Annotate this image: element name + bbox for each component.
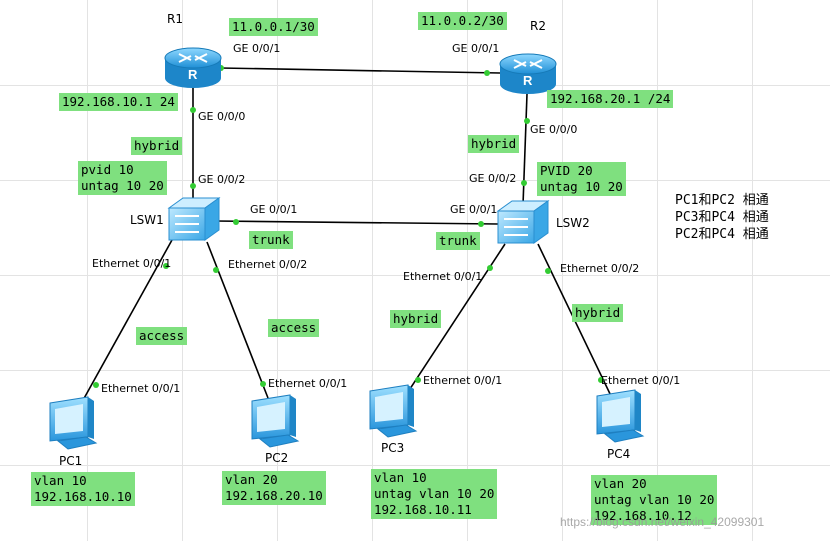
pc-icon (49, 396, 98, 450)
config-line: 192.168.20.10 (225, 488, 323, 503)
link-r1-r2[interactable] (219, 67, 501, 74)
device-name-lsw1: LSW1 (130, 213, 164, 227)
label-trunk-lsw1: trunk (249, 231, 293, 249)
port-label-lsw1-eth002: Ethernet 0/0/2 (228, 258, 308, 271)
label-access-pc1: access (136, 327, 188, 345)
switch-lsw2[interactable] (496, 200, 550, 244)
note-line: PC2和PC4 相通 (675, 227, 769, 242)
config-line: untag vlan 10 20 (594, 492, 715, 507)
port-label-lsw1-ge002: GE 0/0/2 (198, 173, 246, 186)
config-line: vlan 10 (34, 473, 87, 488)
router-icon: R (164, 47, 222, 88)
config-line: untag 10 20 (81, 178, 164, 193)
switch-icon (167, 197, 221, 241)
link-r2-lsw2[interactable] (522, 93, 528, 206)
port-label-lsw2-ge001: GE 0/0/1 (450, 203, 498, 216)
config-line: PVID 20 (540, 163, 593, 178)
pc-pc3[interactable] (369, 384, 418, 438)
config-line: vlan 20 (594, 476, 647, 491)
label-r2-lan-ip: 192.168.20.1 /24 (547, 90, 674, 108)
pc-pc1[interactable] (49, 396, 98, 450)
config-line: 192.168.10.11 (374, 502, 472, 517)
label-pc3-config: vlan 10 untag vlan 10 20 192.168.10.11 (371, 469, 498, 519)
config-line: vlan 20 (225, 472, 278, 487)
watermark: https://blog.csdn.net/weixin_42099301 (560, 515, 765, 529)
label-pc2-config: vlan 20 192.168.20.10 (222, 471, 326, 505)
pc-icon (596, 389, 645, 443)
port-label-lsw1-eth001: Ethernet 0/0/1 (92, 257, 172, 270)
label-hybrid-pc4: hybrid (572, 304, 624, 322)
device-name-pc3: PC3 (381, 441, 405, 455)
port-dots (93, 65, 604, 388)
port-label-pc4-eth: Ethernet 0/0/1 (601, 374, 681, 387)
port-label-r1-ge000: GE 0/0/0 (198, 110, 246, 123)
device-name-pc1: PC1 (59, 454, 83, 468)
label-hybrid-r2-link: hybrid (468, 135, 520, 153)
pc-icon (251, 394, 300, 448)
port-label-lsw2-eth001: Ethernet 0/0/1 (403, 270, 483, 283)
label-lsw2-port-config: PVID 20 untag 10 20 (537, 162, 626, 196)
device-name-r2: R2 (530, 19, 546, 33)
port-label-lsw1-ge001: GE 0/0/1 (250, 203, 298, 216)
device-name-pc2: PC2 (265, 451, 289, 465)
label-access-pc2: access (268, 319, 320, 337)
port-label-pc3-eth: Ethernet 0/0/1 (423, 374, 503, 387)
svg-text:R: R (188, 67, 198, 82)
port-label-r2-ge001: GE 0/0/1 (452, 42, 500, 55)
label-r1-lan-ip: 192.168.10.1 24 (59, 93, 178, 111)
pc-pc4[interactable] (596, 389, 645, 443)
config-line: pvid 10 (81, 162, 134, 177)
config-line: 192.168.10.10 (34, 489, 132, 504)
label-pc4-config: vlan 20 untag vlan 10 20 192.168.10.12 (591, 475, 718, 525)
config-line: vlan 10 (374, 470, 427, 485)
port-label-pc2-eth: Ethernet 0/0/1 (268, 377, 348, 390)
label-r1-wan-ip: 11.0.0.1/30 (229, 18, 318, 36)
label-trunk-lsw2: trunk (436, 232, 480, 250)
label-r2-wan-ip: 11.0.0.2/30 (418, 12, 507, 30)
label-lsw1-port-config: pvid 10 untag 10 20 (78, 161, 167, 195)
port-label-r2-ge000: GE 0/0/0 (530, 123, 578, 136)
device-name-lsw2: LSW2 (556, 216, 590, 230)
label-pc1-config: vlan 10 192.168.10.10 (31, 472, 135, 506)
port-label-lsw2-ge002: GE 0/0/2 (469, 172, 517, 185)
port-label-pc1-eth: Ethernet 0/0/1 (101, 382, 181, 395)
router-icon: R (499, 53, 557, 94)
device-name-pc4: PC4 (607, 447, 631, 461)
pc-pc2[interactable] (251, 394, 300, 448)
port-label-r1-ge001: GE 0/0/1 (233, 42, 281, 55)
pc-icon (369, 384, 418, 438)
connectivity-notes: PC1和PC2 相通 PC3和PC4 相通 PC2和PC4 相通 (675, 192, 769, 243)
label-hybrid-r1-link: hybrid (131, 137, 183, 155)
note-line: PC3和PC4 相通 (675, 210, 769, 225)
label-hybrid-pc3: hybrid (390, 310, 442, 328)
port-label-lsw2-eth002: Ethernet 0/0/2 (560, 262, 640, 275)
switch-lsw1[interactable] (167, 197, 221, 241)
svg-text:R: R (523, 73, 533, 88)
config-line: 192.168.10.12 (594, 508, 692, 523)
switch-icon (496, 200, 550, 244)
link-lsw1-lsw2[interactable] (214, 220, 499, 225)
device-name-r1: R1 (167, 12, 183, 26)
link-lsw1-pc1[interactable] (81, 239, 173, 403)
router-r2[interactable]: R (499, 53, 557, 94)
config-line: untag vlan 10 20 (374, 486, 495, 501)
router-r1[interactable]: R (164, 47, 222, 88)
config-line: untag 10 20 (540, 179, 623, 194)
note-line: PC1和PC2 相通 (675, 193, 769, 208)
